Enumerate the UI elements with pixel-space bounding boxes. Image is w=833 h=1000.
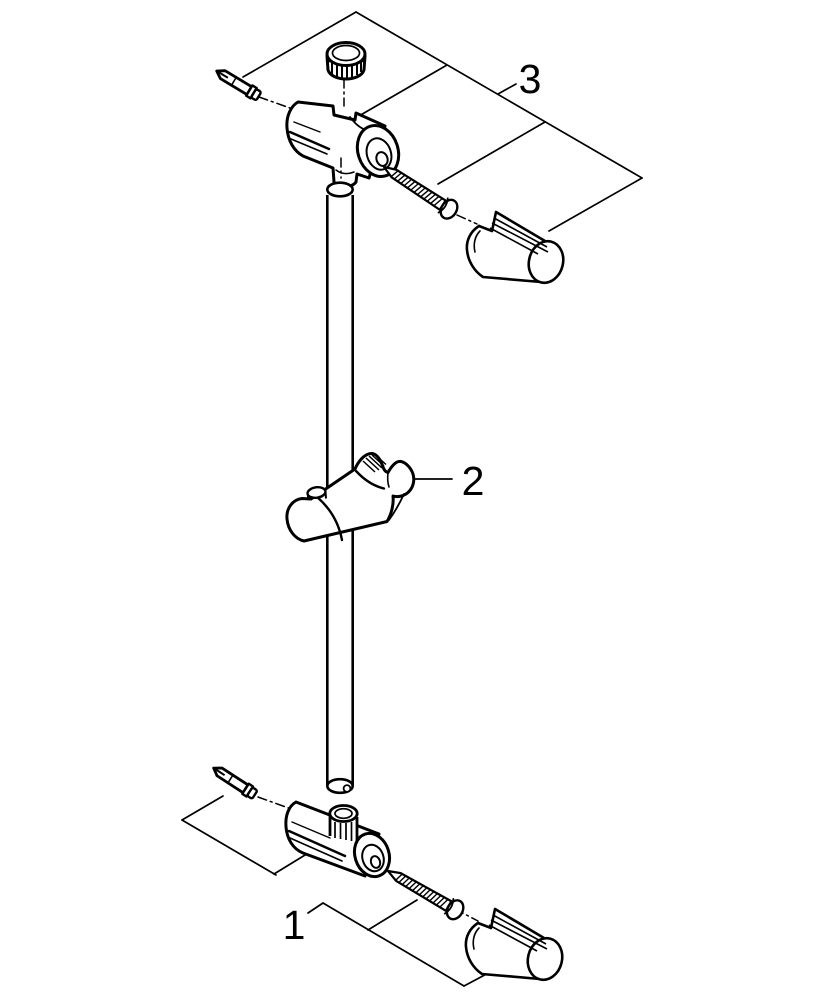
end-cap-drawing	[325, 41, 367, 81]
top-bracket-cover-drawing	[465, 210, 569, 288]
callout-group-3-lines	[242, 11, 643, 232]
callout-group-1-lines	[181, 795, 497, 987]
bottom-bracket-cover-drawing	[464, 907, 568, 985]
top-mounting-screw-drawing	[377, 157, 462, 223]
callout-label-1: 1	[283, 902, 306, 948]
bottom-wall-anchor-drawing	[209, 761, 260, 802]
glide-element-drawing	[285, 452, 416, 543]
bottom-wall-bracket-drawing	[284, 800, 392, 879]
callout-label-3: 3	[519, 56, 542, 102]
callout-label-2: 2	[462, 458, 485, 504]
top-wall-bracket-drawing	[285, 100, 401, 189]
